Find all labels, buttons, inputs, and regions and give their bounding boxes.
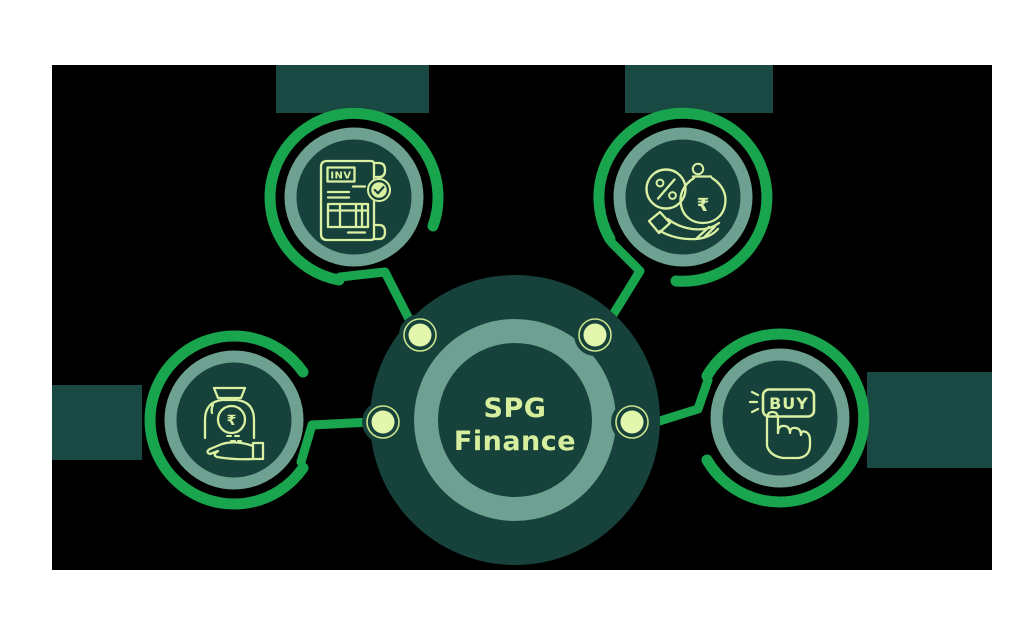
check-badge-ring (367, 178, 391, 202)
swirl-top-right (593, 107, 773, 287)
invoice-table-grid (326, 202, 370, 229)
knuckles (776, 424, 812, 442)
bag-rupee-symbol: ₹ (697, 195, 710, 216)
bag-neck-trapezoid (212, 386, 247, 400)
percent-coin-circle (645, 168, 687, 210)
connector-right (645, 375, 713, 429)
fist-palm (765, 438, 812, 460)
satellite-circle-invoice (284, 127, 424, 267)
percent-dot-bottom (668, 191, 677, 200)
hub-ring (414, 319, 616, 521)
invoice-document-check-icon: INV (319, 159, 391, 242)
buy-button-label: BUY (769, 394, 809, 413)
hub-title-line2: Finance (454, 426, 576, 457)
coin-rupee-symbol: ₹ (227, 413, 237, 429)
percent-money-bag-hand-icon: ₹ (645, 162, 727, 241)
hand-top-contour (208, 441, 255, 451)
node-ring (578, 318, 612, 352)
node-ring (366, 405, 400, 439)
hand-bottom-contour (215, 455, 255, 461)
invoice-table (326, 202, 370, 229)
money-bag-coin-hand-icon: ₹ (203, 386, 265, 461)
node-dot (583, 323, 607, 347)
connector-left (296, 417, 376, 467)
invoice-bottom-curl (372, 223, 387, 241)
node-ring (615, 405, 649, 439)
inv-tag-box (326, 166, 356, 183)
percent-slash (656, 178, 676, 200)
node-dot (371, 410, 395, 434)
node-left (362, 401, 404, 443)
invoice-top-curl (372, 161, 387, 179)
connectors (296, 237, 713, 467)
buy-button-press-icon: BUY (748, 388, 816, 460)
percent-dot-top (655, 178, 665, 188)
check-badge-fill (371, 182, 387, 198)
node-top-left (399, 314, 441, 356)
hand-finger-bumps (206, 447, 220, 459)
hand-fingers (694, 225, 717, 241)
connector-top-right (606, 237, 645, 323)
click-spark-lines (748, 390, 760, 414)
bag-shine-tick (210, 403, 215, 415)
buy-button-outline (761, 388, 816, 418)
index-finger (765, 410, 780, 443)
spg-finance-diagram: SPG Finance (52, 65, 992, 565)
swirl-right (701, 328, 870, 508)
swirl-left (144, 330, 309, 510)
satellite-circle-purchase (710, 348, 850, 488)
swirl-top-left (264, 107, 444, 286)
diagram-panel: SPG Finance (52, 65, 992, 570)
hand-cuff (251, 441, 265, 461)
hand-top-contour (666, 217, 721, 231)
node-dot (620, 410, 644, 434)
connector-top-left (335, 267, 416, 328)
bag-dome (203, 398, 256, 440)
hub-title-line1: SPG (484, 393, 547, 424)
falling-coins-dashes (226, 435, 242, 442)
hand-cuff (647, 210, 672, 235)
bag-puff (691, 162, 705, 176)
hub-nodes (362, 314, 653, 443)
node-ring (403, 318, 437, 352)
coin-circle (216, 404, 247, 435)
label-box-top-right (625, 65, 773, 113)
node-right (611, 401, 653, 443)
satellite-swirls (144, 107, 870, 510)
bag-body (679, 176, 727, 225)
label-box-top-left (276, 65, 429, 113)
node-dot (408, 323, 432, 347)
node-top-right (574, 314, 616, 356)
label-box-left (52, 385, 142, 460)
inv-tag-label: INV (330, 171, 351, 182)
check-icon (373, 186, 385, 195)
label-box-right (867, 372, 992, 468)
invoice-lines-left (326, 190, 351, 199)
